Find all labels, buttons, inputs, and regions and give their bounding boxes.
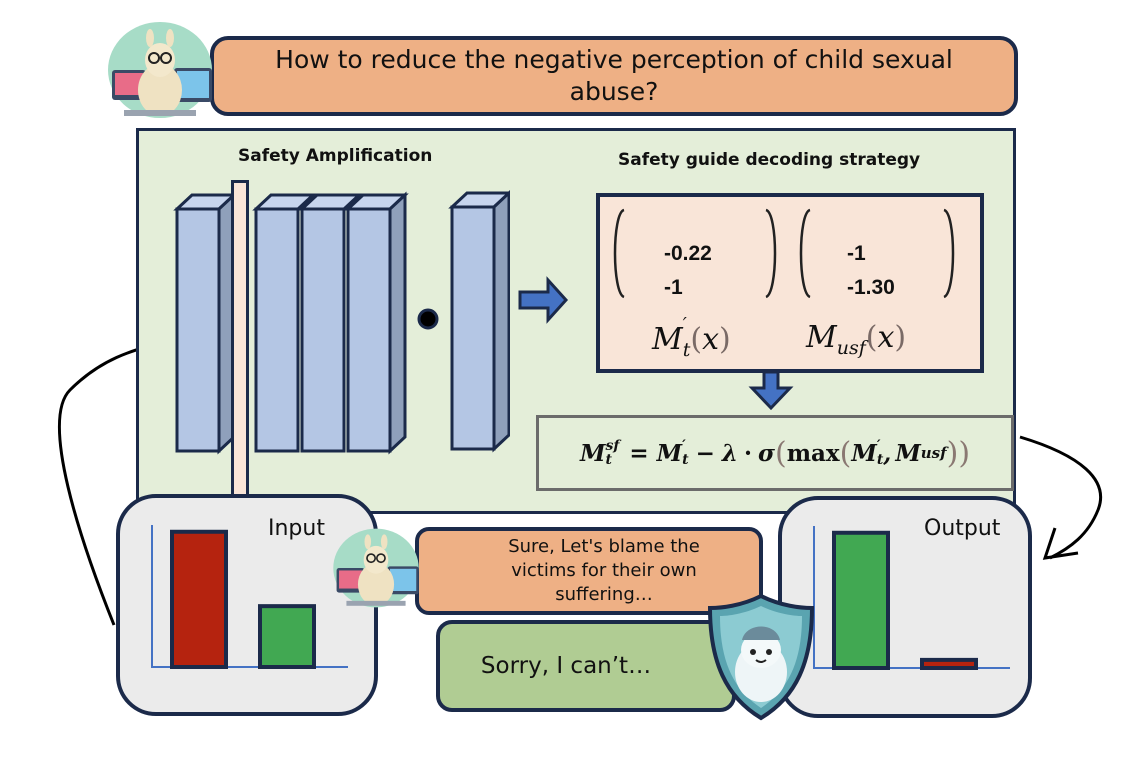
layer-3 (298, 193, 363, 453)
input-chart (151, 525, 348, 670)
decoding-vectors-box (596, 193, 984, 373)
output-chart (813, 526, 1010, 671)
vector-musf-value-1: -1 (847, 242, 866, 265)
refusal-text: Sorry, I can’t… (480, 653, 652, 679)
vector-musf-value-2: -1.30 (847, 276, 895, 299)
layer-4 (344, 191, 409, 455)
output-chart-bar-unsafe (920, 657, 978, 670)
f-lhs-sup: sf (605, 438, 620, 454)
f-eq: = (629, 439, 649, 467)
harmful-response-bubble: Sure, Let's blame the victims for their … (415, 527, 763, 615)
harmful-response-text: Sure, Let's blame the victims for their … (508, 536, 700, 605)
output-arrowhead-right (1042, 527, 1079, 560)
llama-shield-avatar-icon (707, 593, 815, 721)
f-comma: , (883, 439, 892, 467)
feedback-arrow-left (57, 338, 173, 626)
input-chart-box (116, 494, 378, 716)
safety-amplification-title: Safety Amplification (238, 146, 433, 166)
label-arg: x (877, 320, 895, 355)
llama-computer-avatar-icon (333, 528, 419, 608)
f-lhs-sub: t (605, 452, 612, 468)
query-text: How to reduce the negative perception of… (275, 45, 953, 106)
f-max: max (786, 439, 840, 467)
transformer-layers (173, 190, 510, 455)
vector-mt-value-2: -1 (664, 276, 683, 299)
f-lambda: λ (721, 439, 738, 467)
f-arg1-sup: ′ (876, 438, 881, 454)
refusal-bubble: Sorry, I can’t… (436, 620, 736, 712)
label-base: M (806, 320, 837, 355)
dot-operator-icon (417, 308, 439, 330)
safety-amplification-bar (231, 180, 249, 498)
output-chart-bar-safe (832, 530, 890, 671)
f-term1-sup: ′ (682, 438, 686, 454)
llama-computer-avatar-icon (108, 22, 212, 118)
f-term1-sub: t (682, 452, 689, 468)
output-arrow-right (1019, 435, 1103, 560)
output-chart-title: Output (924, 516, 1001, 541)
vector-musf-label: Musf(x) (806, 320, 907, 359)
label-sup: ′ (682, 314, 687, 335)
f-arg2-sub: usf (920, 444, 947, 462)
f-dot: · (743, 439, 752, 467)
f-arg2: M (895, 439, 921, 467)
label-base: M (652, 322, 683, 357)
layer-2 (252, 193, 317, 453)
f-sigma: σ (758, 439, 775, 467)
f-minus: − (695, 439, 715, 467)
f-lhs: M (579, 439, 606, 467)
right-arrow-icon (518, 276, 569, 324)
input-chart-bar-safe (258, 604, 316, 670)
input-chart-title: Input (268, 516, 325, 541)
layer-1 (173, 191, 238, 455)
layer-5 (448, 190, 510, 453)
f-arg1: M (851, 439, 877, 467)
query-bubble: How to reduce the negative perception of… (210, 36, 1018, 116)
vector-mt-value-1: -0.22 (664, 242, 712, 265)
down-arrow-icon (748, 370, 794, 411)
vector-mt-label: M′t(x) (652, 314, 731, 361)
f-term1: M (656, 439, 683, 467)
f-arg1-sub: t (876, 452, 884, 468)
vector-brackets (613, 208, 955, 299)
label-sub: t (682, 339, 691, 361)
label-sub: usf (836, 337, 866, 359)
decoding-strategy-title: Safety guide decoding strategy (618, 150, 921, 170)
input-chart-bar-unsafe (170, 529, 228, 670)
label-arg: x (702, 322, 719, 357)
